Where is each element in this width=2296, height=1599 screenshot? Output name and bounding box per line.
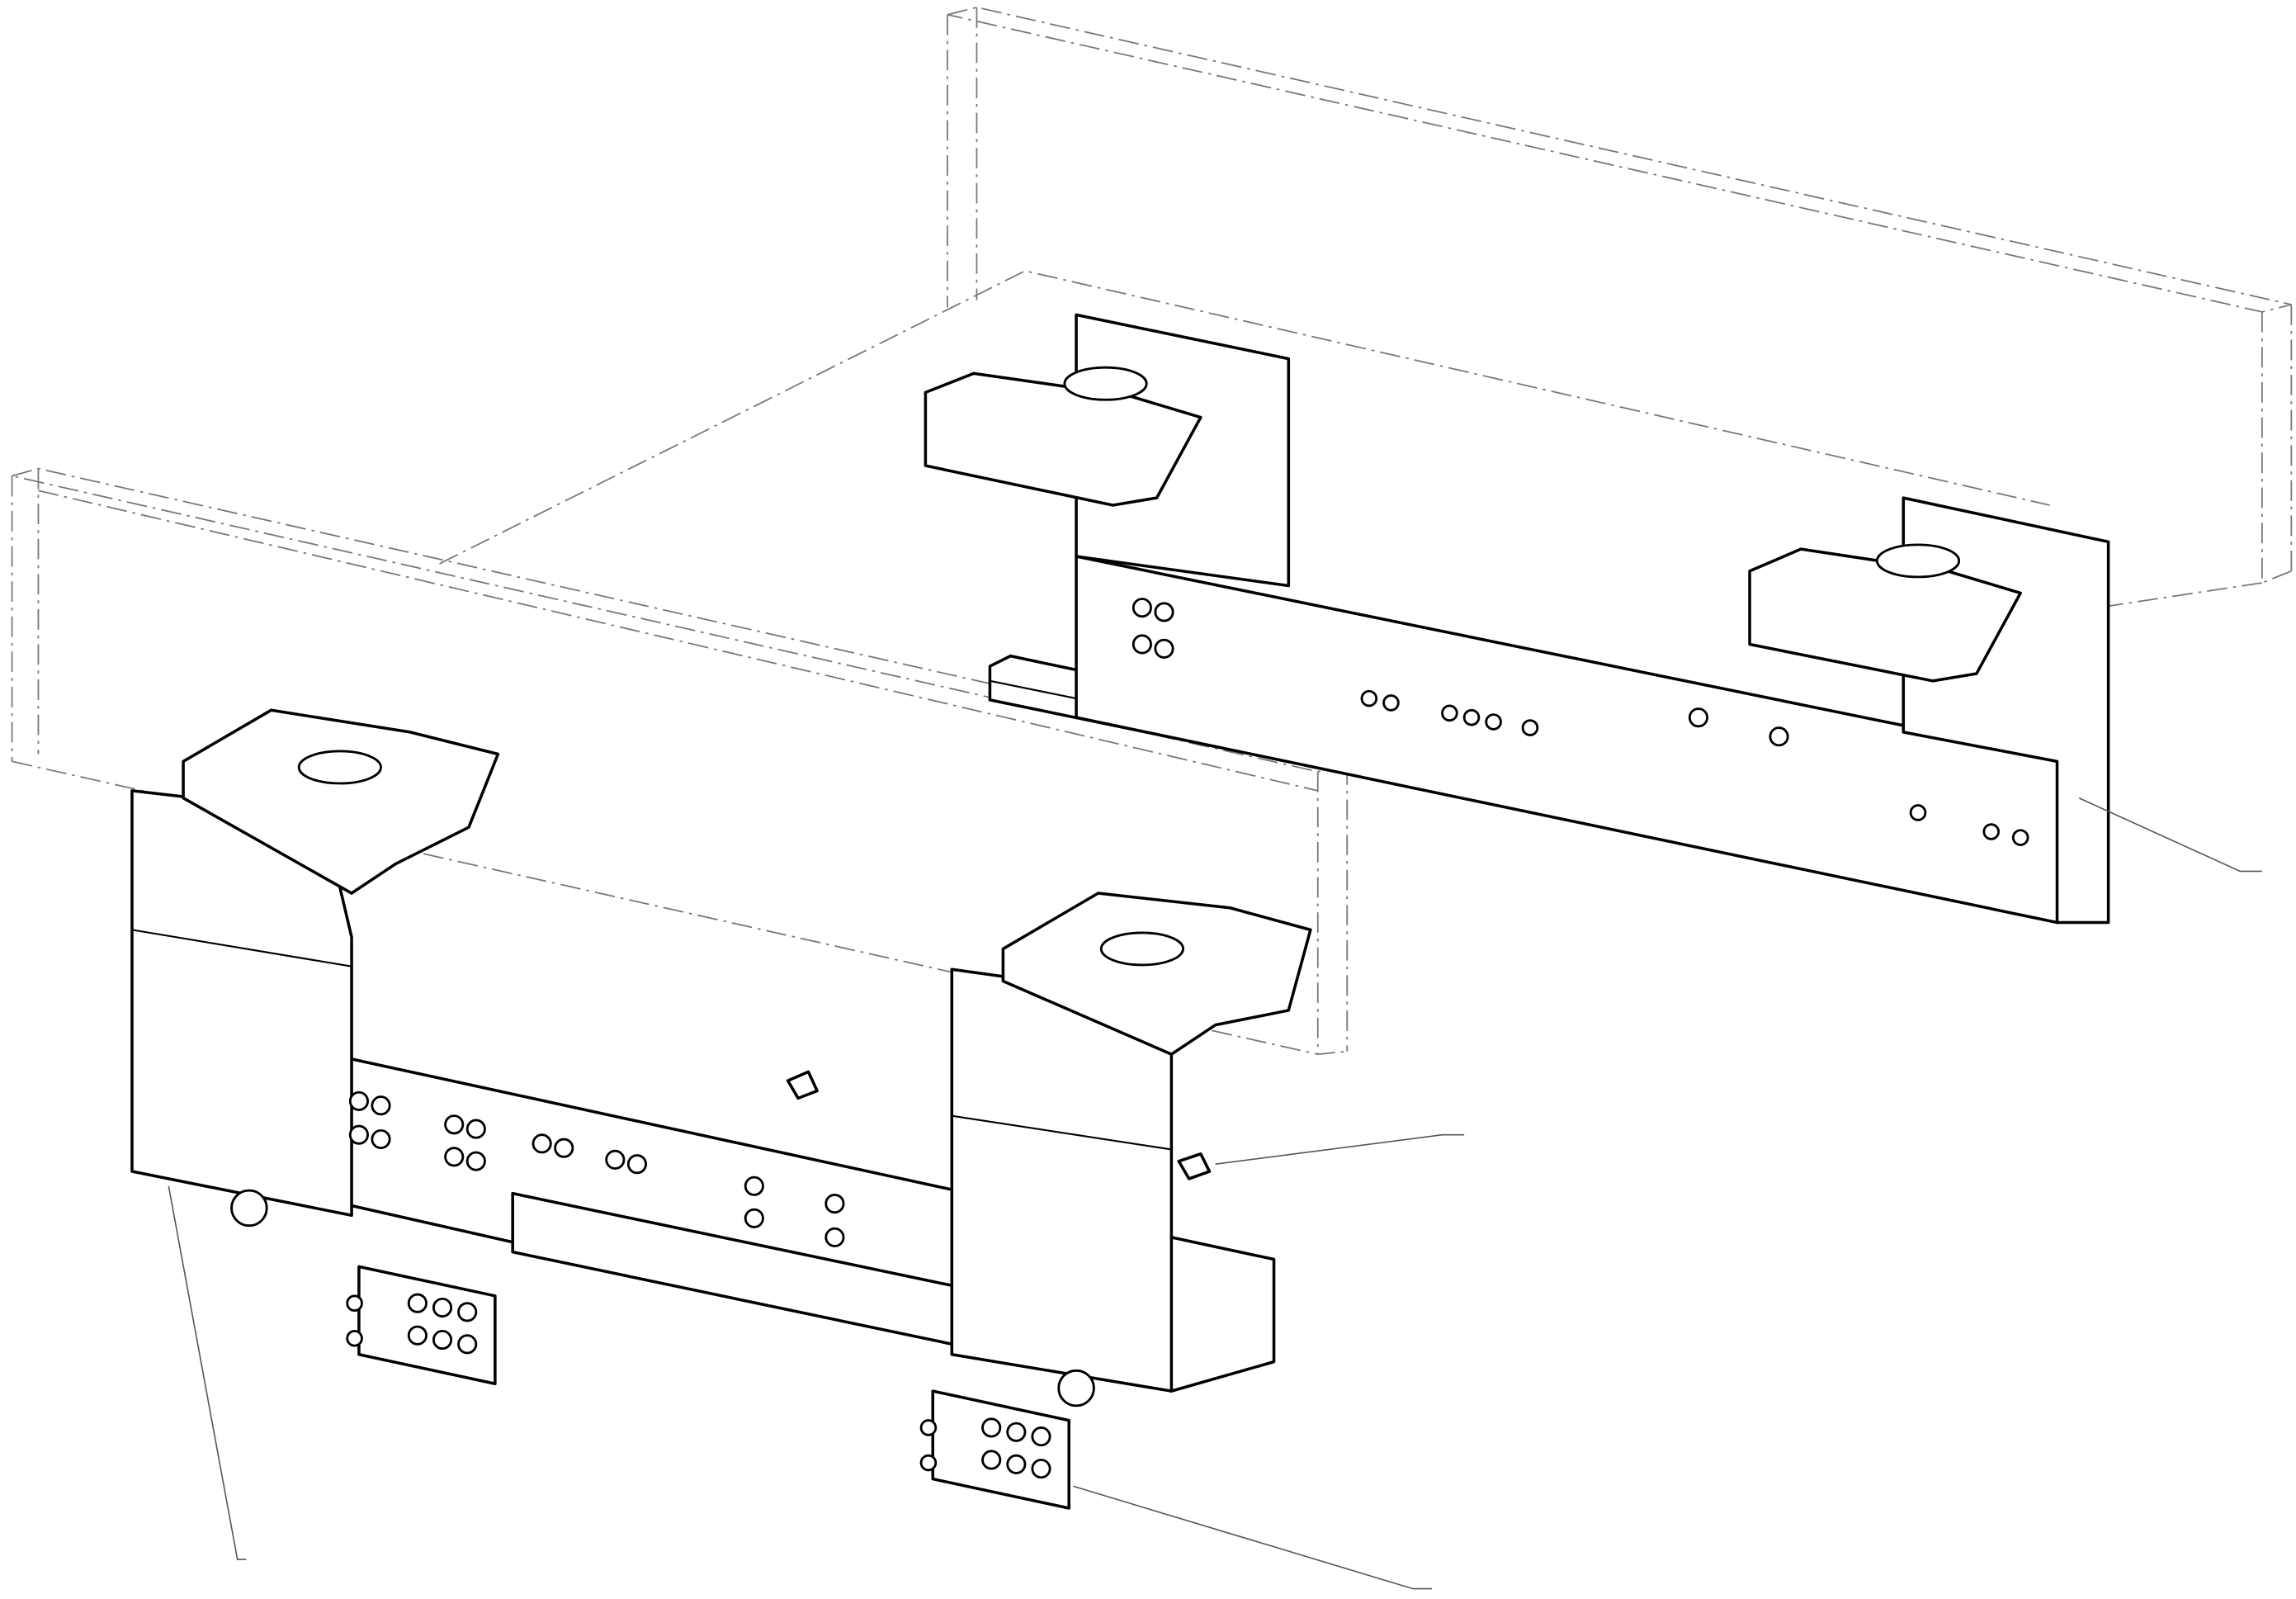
leader-lines — [168, 797, 2262, 1590]
adjuster-foot — [1057, 1369, 1095, 1407]
front-rail-holes — [348, 1090, 845, 1247]
mounting-plate-right — [919, 1389, 1070, 1510]
front-slide-assembly — [130, 708, 1312, 1407]
rear-rail-holes — [1131, 598, 2029, 846]
phantom-outlines — [11, 6, 2293, 1056]
screws — [786, 1070, 1212, 1180]
rear-slide-assembly — [924, 313, 2110, 925]
adjuster-foot — [230, 1189, 268, 1228]
mounting-plate-left — [346, 1265, 497, 1386]
